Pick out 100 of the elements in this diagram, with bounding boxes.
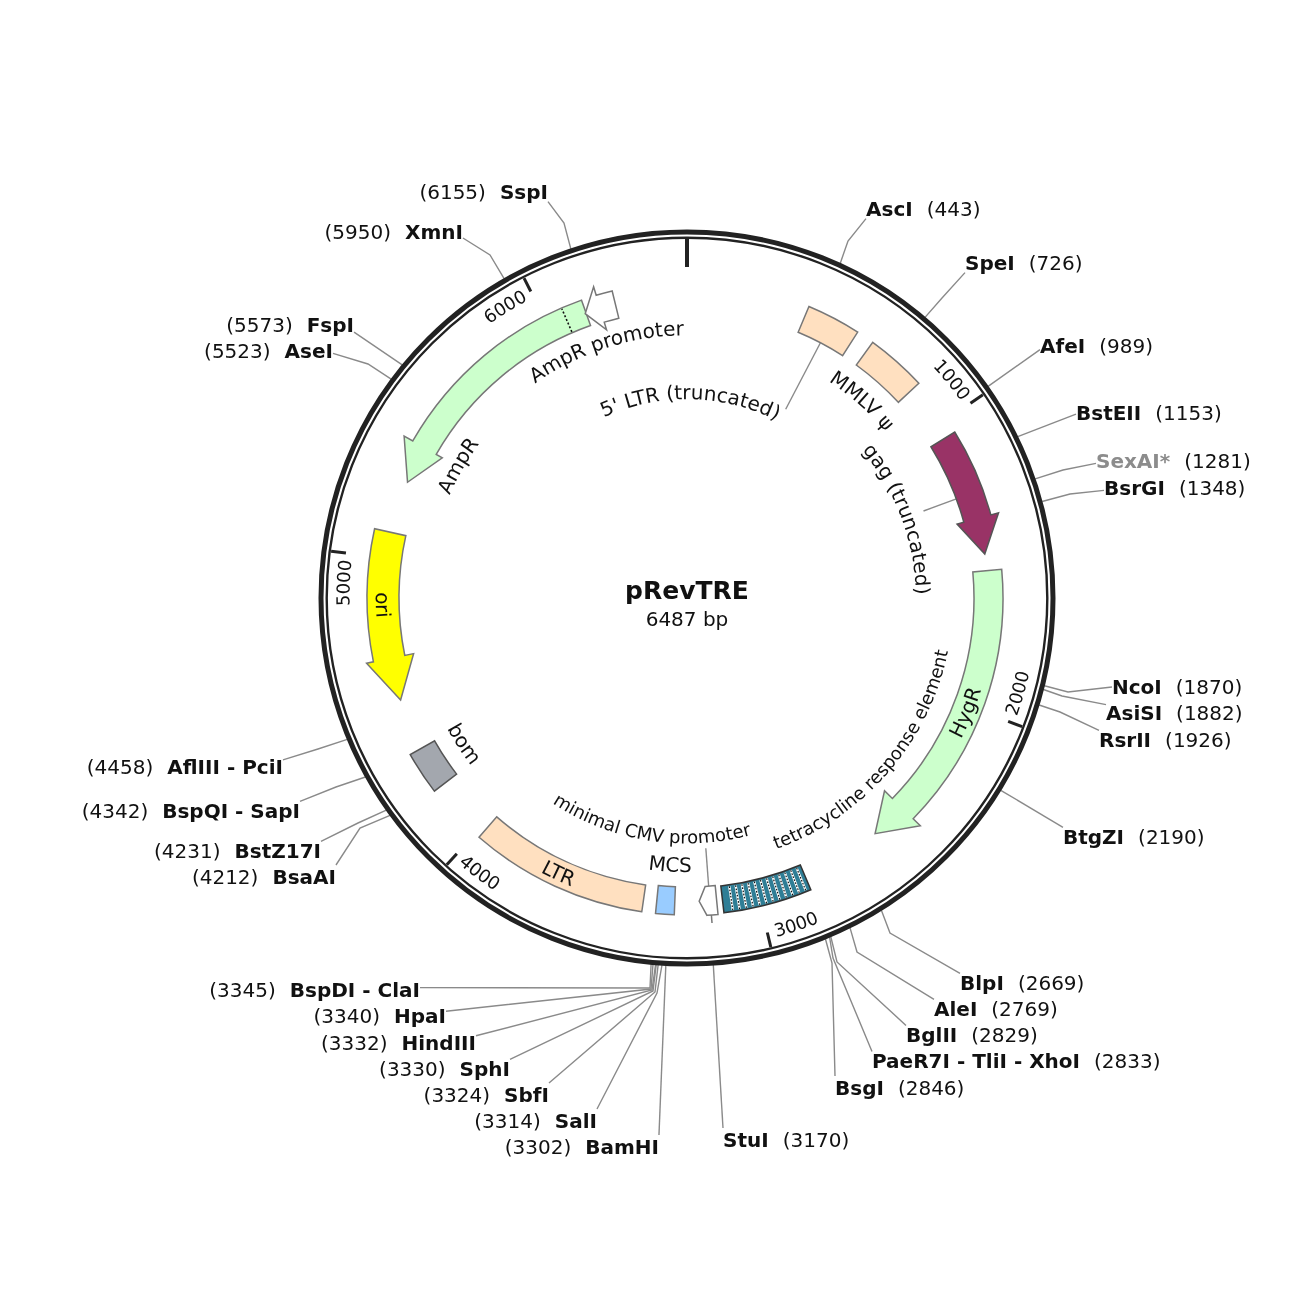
leader-line <box>299 776 367 803</box>
enzyme-name: SexAI* <box>1096 449 1171 473</box>
site-position: (1281) <box>1184 449 1251 473</box>
feature-label: MCS <box>647 850 692 878</box>
leader-line <box>1038 704 1100 732</box>
site-position: (4342) <box>81 799 149 823</box>
site-position: (989) <box>1099 334 1153 358</box>
site-position: (726) <box>1028 251 1083 275</box>
feature-label: LTR <box>538 855 579 892</box>
site-position: (5573) <box>226 313 293 337</box>
leader-line <box>712 964 724 1129</box>
leader-line <box>1041 489 1105 503</box>
enzyme-name: BglII <box>906 1023 958 1047</box>
leader-line <box>922 498 958 512</box>
site-position: (3340) <box>313 1004 380 1028</box>
leader-line <box>509 964 657 1061</box>
enzyme-name: BlpI <box>960 971 1004 995</box>
enzyme-name: AscI <box>866 197 913 221</box>
site-position: (2846) <box>897 1076 965 1100</box>
site-position: (3324) <box>423 1083 491 1107</box>
leader-line <box>924 271 966 319</box>
leader-line <box>828 936 873 1053</box>
enzyme-name: BsgI <box>835 1076 884 1100</box>
site-position: (4458) <box>86 755 154 779</box>
enzyme-name: HpaI <box>394 1004 446 1028</box>
leader-line <box>1034 462 1097 480</box>
site-position: (5950) <box>324 220 391 244</box>
enzyme-name: SpeI <box>965 251 1015 275</box>
site-position: (3345) <box>209 978 276 1002</box>
leader-line <box>282 738 348 761</box>
leader-line <box>849 927 935 1001</box>
leader-line <box>419 963 652 989</box>
leader-line <box>1017 413 1077 438</box>
leader-line <box>830 936 907 1027</box>
leader-line <box>824 938 836 1077</box>
leader-line <box>987 348 1041 388</box>
enzyme-name: RsrII <box>1099 728 1152 752</box>
enzyme-name: AfeI <box>1040 334 1086 358</box>
site-position: (3302) <box>504 1135 572 1159</box>
site-position: (3170) <box>782 1128 850 1152</box>
leader-line <box>332 352 392 380</box>
site-position: (2190) <box>1138 825 1205 849</box>
enzyme-name: BsrGI <box>1104 476 1165 500</box>
enzyme-name: SphI <box>459 1057 510 1081</box>
plasmid-name: pRevTRE <box>625 575 749 605</box>
tick-label: 3000 <box>771 906 821 941</box>
leader-line <box>1043 685 1113 693</box>
enzyme-name: BsaAI <box>272 865 336 889</box>
enzyme-name: HindIII <box>401 1031 476 1055</box>
directional-feature <box>930 431 1000 555</box>
leader-line <box>784 342 822 410</box>
site-position: (3330) <box>379 1057 446 1081</box>
directional-feature <box>698 884 719 924</box>
enzyme-name: AleI <box>934 997 978 1021</box>
enzyme-name: FspI <box>306 313 355 337</box>
leader-line <box>1042 688 1107 706</box>
enzyme-name: BspDI - ClaI <box>289 978 420 1002</box>
leader-line <box>1000 789 1064 829</box>
leader-line <box>658 964 667 1136</box>
leader-line <box>839 217 867 265</box>
site-position: (2669) <box>1017 971 1085 995</box>
leader-line <box>462 237 505 280</box>
enzyme-name: SalI <box>554 1109 597 1133</box>
site-position: (5523) <box>204 339 271 363</box>
enzyme-name: BtgZI <box>1063 825 1125 849</box>
leader-line <box>475 963 657 1037</box>
site-position: (4231) <box>154 839 221 863</box>
enzyme-name: AseI <box>284 339 333 363</box>
enzyme-name: BstZ17I <box>234 839 321 863</box>
enzyme-name: StuI <box>723 1128 769 1152</box>
leader-line <box>705 847 710 887</box>
site-position: (2769) <box>991 997 1058 1021</box>
leader-line <box>596 964 663 1110</box>
leader-line <box>445 963 654 1012</box>
site-position: (6155) <box>419 180 486 204</box>
site-position: (3314) <box>474 1109 541 1133</box>
feature-label: ori <box>370 592 396 619</box>
leader-line <box>320 809 387 843</box>
enzyme-name: AsiSI <box>1106 701 1163 725</box>
site-position: (2829) <box>971 1023 1038 1047</box>
site-position: (443) <box>926 197 981 221</box>
site-position: (1926) <box>1165 728 1232 752</box>
leader-line <box>880 909 961 975</box>
enzyme-name: BstEII <box>1076 401 1142 425</box>
plasmid-length: 6487 bp <box>645 607 729 631</box>
site-position: (4212) <box>191 865 259 889</box>
feature-block <box>797 305 859 357</box>
site-position: (1348) <box>1178 476 1246 500</box>
site-position: (3332) <box>321 1031 388 1055</box>
site-position: (1870) <box>1175 675 1243 699</box>
enzyme-name: PaeR7I - TliI - XhoI <box>872 1049 1081 1073</box>
enzyme-name: AflIII - PciI <box>167 755 283 779</box>
leader-line <box>353 331 403 366</box>
enzyme-name: BspQI - SapI <box>162 799 300 823</box>
leader-line <box>547 200 572 250</box>
enzyme-name: BamHI <box>585 1135 659 1159</box>
site-position: (1882) <box>1176 701 1243 725</box>
enzyme-name: SspI <box>499 180 548 204</box>
leader-line <box>335 814 391 866</box>
leader-line <box>548 964 659 1084</box>
